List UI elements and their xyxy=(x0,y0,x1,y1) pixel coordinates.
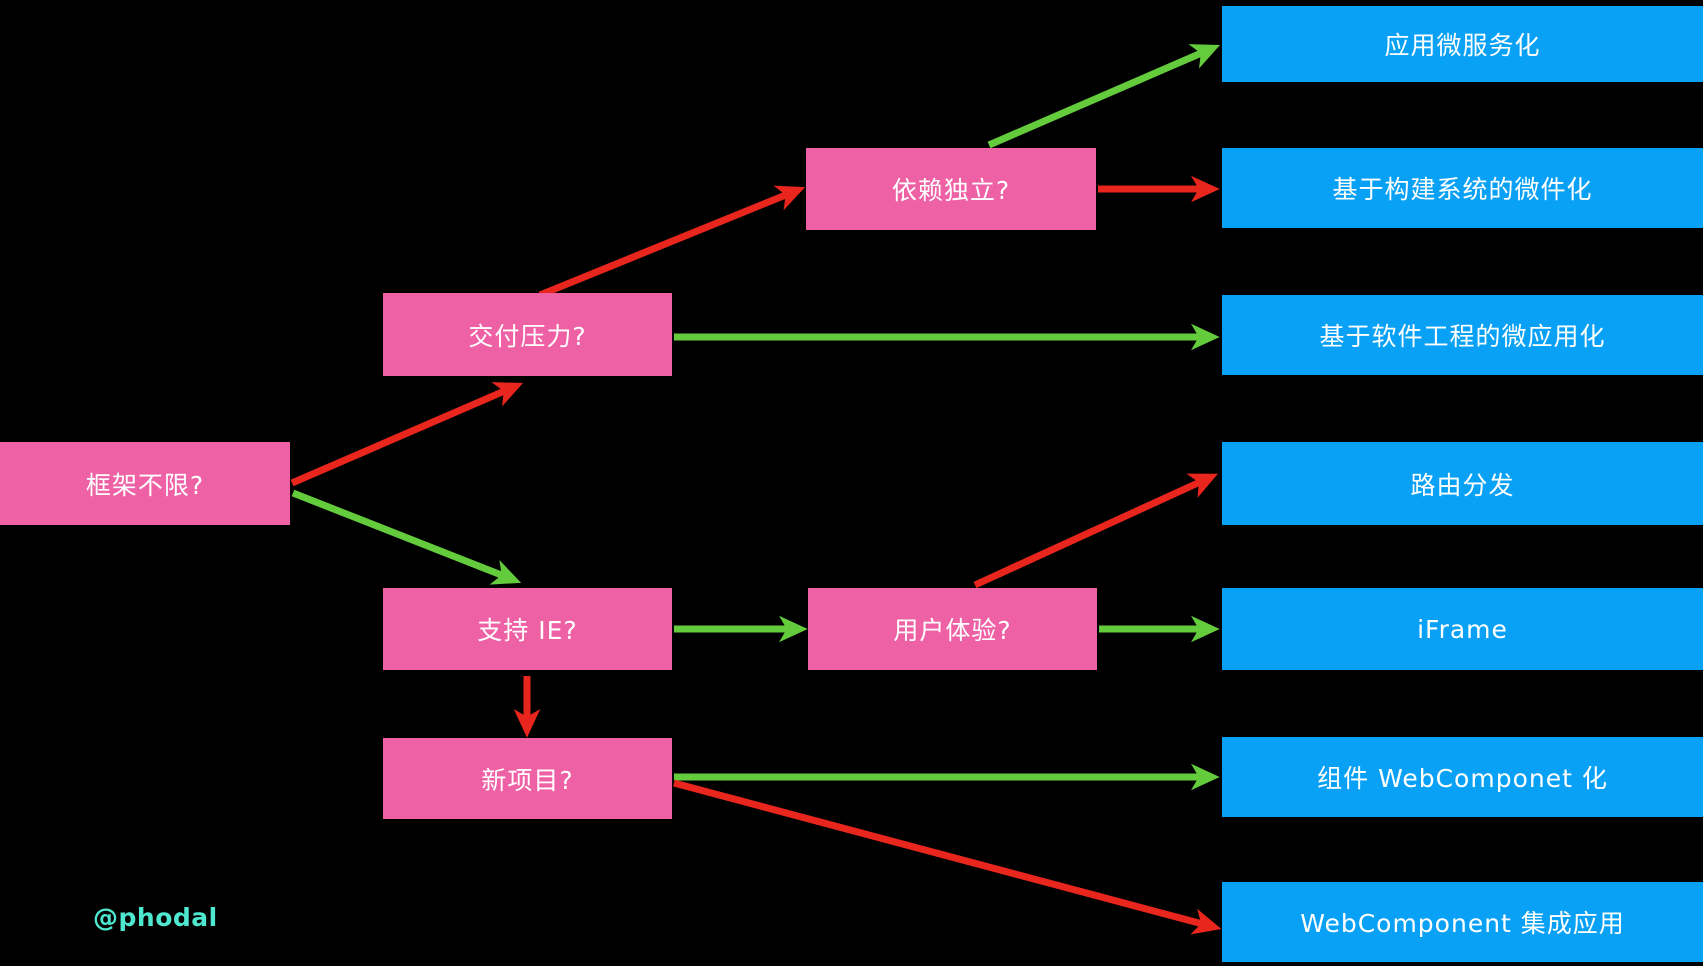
outcome-software-engineering-microapp: 基于软件工程的微应用化 xyxy=(1222,295,1703,375)
edge-arrow-newproject-to-integration xyxy=(673,779,1222,935)
decision-support-ie: 支持 IE? xyxy=(383,588,672,670)
outcome-app-microservice-label: 应用微服务化 xyxy=(1384,31,1541,60)
decision-delivery-pressure: 交付压力? xyxy=(383,293,672,376)
outcome-build-system-microwidget-label: 基于构建系统的微件化 xyxy=(1332,175,1593,204)
decision-dependency-independent: 依赖独立? xyxy=(806,148,1096,230)
edge-arrow-framework-to-ie xyxy=(291,489,522,585)
decision-framework: 框架不限? xyxy=(0,442,290,525)
edge-arrow-framework-to-delivery xyxy=(290,382,524,487)
outcome-webcomponent-ize: 组件 WebComponet 化 xyxy=(1222,737,1703,817)
outcome-webcomponent-ize-label: 组件 WebComponet 化 xyxy=(1317,764,1608,793)
decision-support-ie-label: 支持 IE? xyxy=(477,616,578,645)
outcome-iframe-label: iFrame xyxy=(1417,614,1508,644)
outcome-iframe: iFrame xyxy=(1222,588,1703,670)
watermark-phodal: @phodal xyxy=(93,903,218,932)
outcome-app-microservice: 应用微服务化 xyxy=(1222,6,1703,82)
decision-delivery-pressure-label: 交付压力? xyxy=(468,321,587,351)
decision-dependency-independent-label: 依赖独立? xyxy=(891,176,1011,205)
outcome-build-system-microwidget: 基于构建系统的微件化 xyxy=(1222,148,1703,228)
decision-user-experience: 用户体验? xyxy=(808,588,1097,670)
outcome-webcomponent-integration: WebComponent 集成应用 xyxy=(1222,882,1703,962)
outcome-route-dispatch: 路由分发 xyxy=(1222,442,1703,525)
decision-new-project-label: 新项目? xyxy=(481,765,574,795)
outcome-webcomponent-integration-label: WebComponent 集成应用 xyxy=(1300,909,1625,938)
edge-arrow-ux-to-routing xyxy=(973,473,1219,589)
decision-framework-label: 框架不限? xyxy=(85,470,205,500)
outcome-route-dispatch-label: 路由分发 xyxy=(1410,470,1515,500)
edge-arrow-delivery-to-dependency xyxy=(538,185,806,299)
outcome-software-engineering-microapp-label: 基于软件工程的微应用化 xyxy=(1319,322,1606,351)
decision-new-project: 新项目? xyxy=(383,738,672,819)
decision-user-experience-label: 用户体验? xyxy=(893,616,1012,645)
edge-arrow-dependency-to-microservice xyxy=(987,44,1221,149)
